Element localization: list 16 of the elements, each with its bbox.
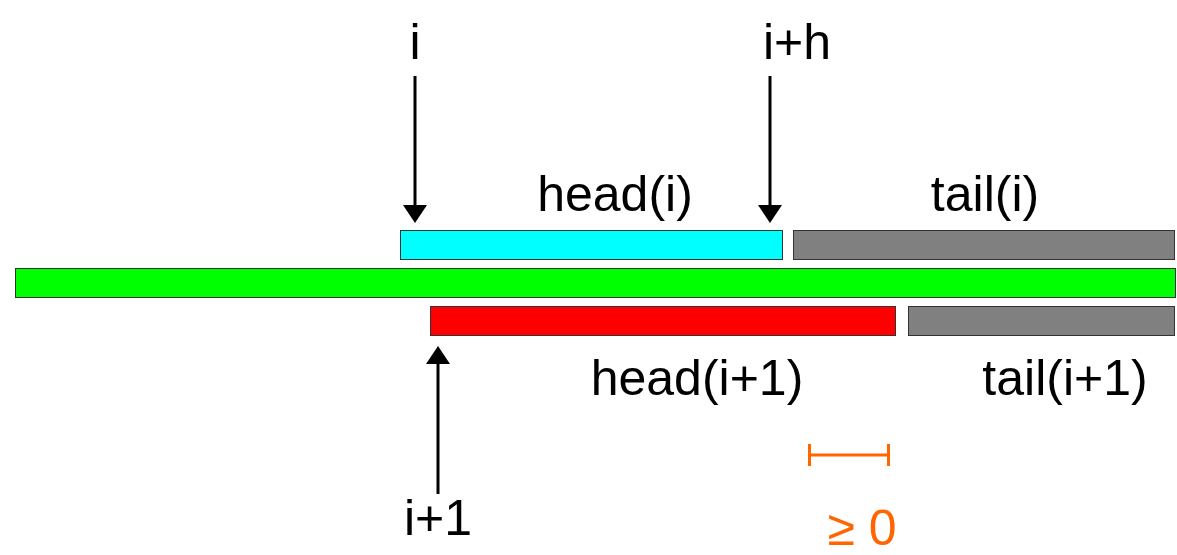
segment-bar <box>430 306 896 336</box>
arrow <box>761 76 779 223</box>
segment-bar <box>793 230 1175 260</box>
index-label: i+h <box>762 14 832 70</box>
index-label: i+1 <box>403 490 473 546</box>
segment-label: tail(i) <box>930 166 1040 222</box>
segment-bar <box>400 230 783 260</box>
arrow <box>406 76 424 223</box>
segment-label: head(i+1) <box>590 350 804 406</box>
segment-label: head(i) <box>537 166 693 222</box>
index-label: i <box>409 14 421 70</box>
segment-label: tail(i+1) <box>982 350 1148 406</box>
segment-bar <box>908 306 1175 336</box>
arrow <box>429 346 447 494</box>
dimension-label: ≥ 0 <box>827 500 897 555</box>
segment-bar <box>15 268 1176 298</box>
